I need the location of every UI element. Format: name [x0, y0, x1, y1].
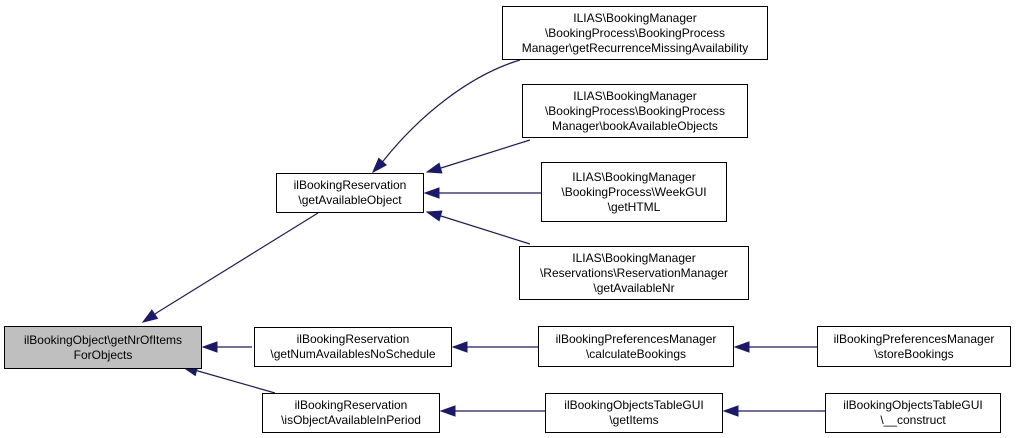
node-label-line: \getAvailableObject [298, 193, 402, 207]
node-label-line: \isObjectAvailableInPeriod [281, 413, 421, 427]
edge-getAvailableObject-to-root [157, 212, 319, 313]
node-label-line: Manager\bookAvailableObjects [552, 118, 718, 133]
node-label-line: ilBookingReservation [294, 398, 408, 412]
arrowhead [371, 157, 388, 174]
node-label-line: ilBookingObjectsTableGUI [843, 398, 983, 412]
node-label-line: Manager\getRecurrenceMissingAvailability [521, 40, 749, 55]
edge-isObjectAvailableInPeriod-to-root [197, 370, 276, 394]
node-construct[interactable]: ilBookingObjectsTableGUI \__construct [825, 393, 1001, 433]
node-label-line: \Reservations\ReservationManager [539, 265, 729, 280]
node-label-line: \getItems [609, 413, 659, 427]
arrowhead [451, 341, 468, 353]
node-label-line: \BookingProcess\WeekGUI [561, 184, 707, 199]
node-label-line: \getHTML [607, 199, 661, 214]
node-label-line: ilBookingPreferencesManager [555, 331, 717, 346]
node-bookavailableobjects[interactable]: ILIAS\BookingManager \BookingProcess\Boo… [522, 84, 748, 138]
node-getrecurrencemissingavailability[interactable]: ILIAS\BookingManager \BookingProcess\Boo… [502, 6, 768, 60]
arrowhead [722, 405, 739, 417]
node-label-line: ilBookingObject\getNrOfItems [23, 332, 183, 347]
node-label-line: ilBookingReservation [296, 332, 410, 346]
edge-getAvailableNr-to-getAvailableObject [440, 215, 531, 245]
node-storebookings[interactable]: ilBookingPreferencesManager \storeBookin… [817, 326, 1011, 367]
node-label-line: ForObjects [73, 347, 133, 362]
node-getavailableobject[interactable]: ilBookingReservation \getAvailableObject [276, 173, 424, 213]
arrowhead [141, 309, 159, 323]
node-label-line: ILIAS\BookingManager [572, 169, 696, 184]
node-getnrofitemsforobjects: ilBookingObject\getNrOfItems ForObjects [4, 326, 202, 369]
node-getavailablenr[interactable]: ILIAS\BookingManager \Reservations\Reser… [519, 246, 749, 300]
node-isobjectavailableinperiod[interactable]: ilBookingReservation \isObjectAvailableI… [262, 393, 440, 433]
node-label-line: \BookingProcess\BookingProcess [544, 103, 726, 118]
edge-bookAvailableObjects-to-getAvailableObject [440, 139, 531, 169]
node-label-line: \calculateBookings [585, 346, 687, 361]
arrowhead [439, 405, 456, 417]
node-calculatebookings[interactable]: ilBookingPreferencesManager \calculateBo… [538, 326, 734, 367]
arrowhead [201, 341, 218, 353]
node-weekgui-gethtml[interactable]: ILIAS\BookingManager \BookingProcess\Wee… [541, 162, 727, 222]
edge-connector [154, 311, 159, 315]
node-label-line: ilBookingObjectsTableGUI [564, 398, 704, 412]
node-label-line: ILIAS\BookingManager [572, 250, 696, 265]
node-getnumavailablesnoschedule[interactable]: ilBookingReservation \getNumAvailablesNo… [254, 327, 452, 367]
node-label-line: \BookingProcess\BookingProcess [544, 25, 726, 40]
node-label-line: \__construct [880, 413, 946, 427]
node-getitems[interactable]: ilBookingObjectsTableGUI \getItems [545, 393, 723, 433]
arrowhead [733, 341, 750, 353]
arrowhead [425, 210, 443, 222]
node-label-line: \storeBookings [874, 346, 954, 361]
node-label-line: ilBookingReservation [293, 178, 407, 192]
edge-getRecurrenceMissingAvailability-to-getAvailableObject [383, 59, 521, 161]
node-label-line: \getAvailableNr [593, 280, 675, 295]
node-label-line: ilBookingPreferencesManager [833, 331, 995, 346]
node-label-line: ILIAS\BookingManager [573, 88, 697, 103]
arrowhead [425, 162, 443, 174]
node-label-line: ILIAS\BookingManager [573, 10, 697, 25]
node-label-line: \getNumAvailablesNoSchedule [270, 347, 436, 361]
arrowhead [423, 187, 440, 199]
